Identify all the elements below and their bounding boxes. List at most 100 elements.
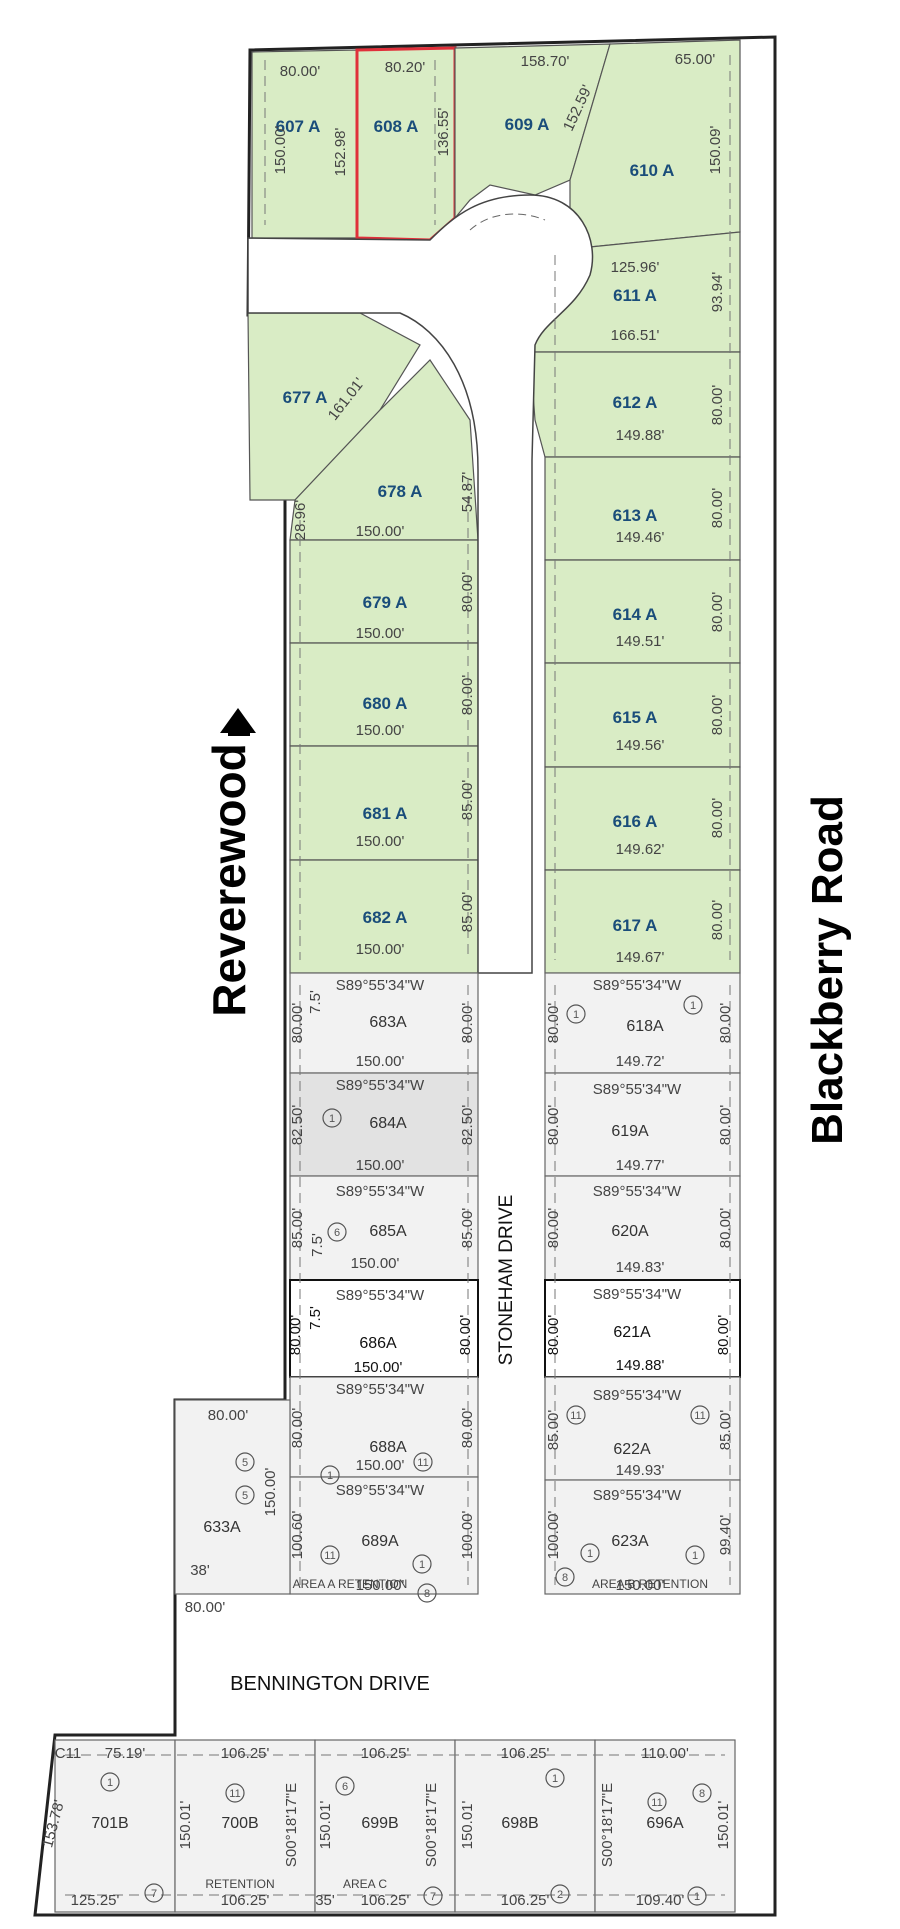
dim-top-607: 80.00' bbox=[280, 63, 321, 80]
marker-1f: 1 bbox=[587, 1548, 593, 1560]
dim-696-bearing: S00°18'17"E bbox=[599, 1783, 616, 1867]
label-619a: 619A bbox=[611, 1123, 649, 1140]
label-620a: 620A bbox=[611, 1223, 649, 1240]
marker-11f: 11 bbox=[651, 1797, 662, 1809]
dim-683-left: 80.00' bbox=[289, 1003, 306, 1044]
dim-619-right: 80.00' bbox=[717, 1105, 734, 1146]
lot-699b[interactable] bbox=[314, 1739, 456, 1913]
marker-1e: 1 bbox=[690, 1000, 696, 1012]
dim-633-side: 150.00' bbox=[262, 1467, 279, 1516]
marker-1c: 1 bbox=[419, 1559, 425, 1571]
label-612a: 612 A bbox=[613, 393, 658, 412]
dim-612-side: 80.00' bbox=[709, 385, 726, 426]
dim-701-bottom: 125.25' bbox=[71, 1892, 120, 1909]
label-613a: 613 A bbox=[613, 506, 658, 525]
grey-lot-group bbox=[54, 972, 741, 1913]
label-678a: 678 A bbox=[378, 482, 423, 501]
marker-1j: 1 bbox=[692, 1550, 698, 1562]
marker-8b: 8 bbox=[699, 1788, 705, 1800]
lot-696a[interactable] bbox=[594, 1739, 736, 1913]
marker-1i: 1 bbox=[694, 1891, 700, 1903]
road-label-stoneham: STONEHAM DRIVE bbox=[496, 1195, 517, 1366]
lot-621a[interactable] bbox=[544, 1279, 741, 1378]
dim-701-top: 75.19' bbox=[105, 1745, 146, 1762]
dim-617-bottom: 149.67' bbox=[616, 949, 665, 966]
lot-684a[interactable] bbox=[289, 1072, 479, 1177]
marker-11e: 11 bbox=[229, 1788, 240, 1800]
dim-683-right: 80.00' bbox=[459, 1003, 476, 1044]
dim-623-left: 100.00' bbox=[545, 1510, 562, 1559]
lot-698b[interactable] bbox=[454, 1739, 596, 1913]
lot-685a[interactable] bbox=[289, 1175, 479, 1281]
marker-5b: 5 bbox=[242, 1457, 248, 1469]
label-623a: 623A bbox=[611, 1533, 649, 1550]
dim-619-bottom: 149.77' bbox=[616, 1157, 665, 1174]
dim-top-610: 65.00' bbox=[675, 51, 716, 68]
bearing-685: S89°55'34"W bbox=[336, 1183, 425, 1200]
dim-684-right: 82.50' bbox=[459, 1105, 476, 1146]
dim-623-bottom: 150.00' bbox=[616, 1577, 665, 1594]
green-lot-labels: 607 A 608 A 609 A 610 A 611 A 612 A 613 … bbox=[276, 115, 675, 935]
marker-7b: 7 bbox=[430, 1891, 436, 1903]
lot-683a[interactable] bbox=[289, 972, 479, 1074]
label-684a: 684A bbox=[369, 1115, 407, 1132]
label-677a: 677 A bbox=[283, 388, 328, 407]
label-688a: 688A bbox=[369, 1439, 407, 1456]
area-retention-bottom: RETENTION bbox=[205, 1877, 274, 1891]
dim-35: 35' bbox=[315, 1892, 335, 1909]
label-682a: 682 A bbox=[363, 908, 408, 927]
label-608a: 608 A bbox=[374, 117, 419, 136]
marker-8a: 8 bbox=[562, 1572, 568, 1584]
marker-2: 2 bbox=[557, 1889, 563, 1901]
bearing-689: S89°55'34"W bbox=[336, 1482, 425, 1499]
road-label-reverewood: Reverewood bbox=[203, 743, 255, 1017]
lot-620a[interactable] bbox=[544, 1175, 741, 1281]
dim-698-right: 150.01' bbox=[459, 1800, 476, 1849]
marker-1b: 1 bbox=[327, 1470, 333, 1482]
bearing-620: S89°55'34"W bbox=[593, 1183, 682, 1200]
dim-701-right: 150.01' bbox=[177, 1800, 194, 1849]
bearing-686: S89°55'34"W bbox=[336, 1287, 425, 1304]
dim-622-bottom: 149.93' bbox=[616, 1462, 665, 1479]
dim-618-right: 80.00' bbox=[717, 1003, 734, 1044]
dim-680-right: 80.00' bbox=[459, 675, 476, 716]
lot-622a[interactable] bbox=[544, 1376, 741, 1481]
lot-700b[interactable] bbox=[174, 1739, 316, 1913]
marker-11a: 11 bbox=[570, 1410, 581, 1422]
grey-lot-labels: 683A 684A 685A 686A 688A 689A 633A 618A … bbox=[91, 1014, 684, 1832]
label-614a: 614 A bbox=[613, 605, 658, 624]
dim-top-608: 80.20' bbox=[385, 59, 426, 76]
dim-684-left: 82.50' bbox=[289, 1105, 306, 1146]
area-a-retention: AREA A RETENTION bbox=[293, 1577, 408, 1591]
dim-700-bottom: 106.25' bbox=[221, 1892, 270, 1909]
dim-615-bottom: 149.56' bbox=[616, 737, 665, 754]
label-701b: 701B bbox=[91, 1815, 128, 1832]
lot-686a[interactable] bbox=[289, 1279, 479, 1378]
dim-682-right: 85.00' bbox=[459, 892, 476, 933]
dim-633-top: 80.00' bbox=[208, 1407, 249, 1424]
lot-633a[interactable] bbox=[174, 1399, 291, 1595]
lot-623a[interactable] bbox=[544, 1479, 741, 1595]
dim-614-bottom: 149.51' bbox=[616, 633, 665, 650]
dim-616-side: 80.00' bbox=[709, 798, 726, 839]
label-696a: 696A bbox=[646, 1815, 684, 1832]
dim-686-left: 80.00' bbox=[287, 1315, 304, 1356]
dim-689-bottom: 150.00' bbox=[356, 1577, 405, 1594]
label-622a: 622A bbox=[613, 1441, 651, 1458]
dim-633-bottom: 80.00' bbox=[185, 1599, 226, 1616]
dim-688-left: 80.00' bbox=[289, 1408, 306, 1449]
dim-685-bottom: 150.00' bbox=[351, 1255, 400, 1272]
area-b-retention: AREA B RETENTION bbox=[592, 1577, 708, 1591]
dim-699-bottom: 106.25' bbox=[361, 1892, 410, 1909]
road-label-bennington: BENNINGTON DRIVE bbox=[230, 1673, 430, 1695]
dim-608-right: 136.55' bbox=[435, 107, 452, 156]
bearing-618: S89°55'34"W bbox=[593, 977, 682, 994]
bearing-622: S89°55'34"W bbox=[593, 1387, 682, 1404]
lot-619a[interactable] bbox=[544, 1072, 741, 1177]
dim-613-side: 80.00' bbox=[709, 488, 726, 529]
dim-618-bottom: 149.72' bbox=[616, 1053, 665, 1070]
dim-698-bottom: 106.25' bbox=[501, 1892, 550, 1909]
label-683a: 683A bbox=[369, 1014, 407, 1031]
label-680a: 680 A bbox=[363, 694, 408, 713]
